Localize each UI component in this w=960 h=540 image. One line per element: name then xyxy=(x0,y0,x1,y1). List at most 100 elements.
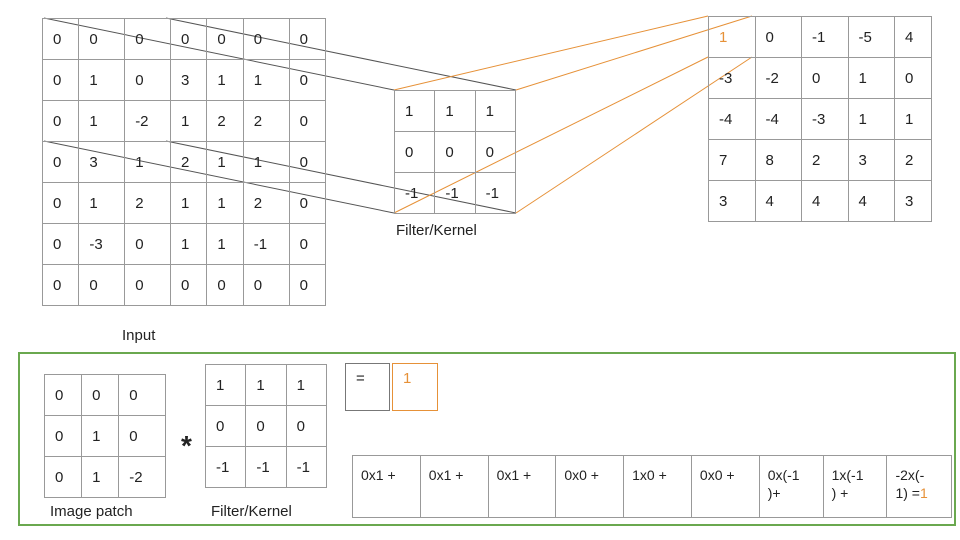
term-text: 1) = xyxy=(895,485,920,501)
filter-cell: 1 xyxy=(434,90,476,132)
input-cell: 2 xyxy=(124,182,171,224)
input-cell: 0 xyxy=(242,264,290,306)
patch-cell: 0 xyxy=(118,374,166,416)
output-cell: 4 xyxy=(847,180,895,222)
input-cell: 0 xyxy=(78,18,126,60)
input-cell: 0 xyxy=(206,264,244,306)
calculation-row: 0x1 + 0x1 + 0x1 + 0x0 + 1x0 + 0x0 + 0x(-1)+ 1x(… xyxy=(352,455,952,518)
example-filter-cell: 1 xyxy=(285,364,328,406)
input-cell: 3 xyxy=(78,141,126,183)
input-cell: 2 xyxy=(242,100,290,142)
patch-cell: 1 xyxy=(81,456,120,498)
input-cell: 1 xyxy=(206,223,244,265)
input-cell: 1 xyxy=(169,223,208,265)
calculation-term: 0x0 + xyxy=(690,455,760,518)
example-filter-cell: -1 xyxy=(245,446,287,488)
input-cell: 1 xyxy=(169,182,208,224)
input-cell: 1 xyxy=(78,182,126,224)
patch-cell: 1 xyxy=(81,415,120,457)
input-cell: 0 xyxy=(41,100,80,142)
input-cell: 0 xyxy=(288,141,327,183)
input-cell: 0 xyxy=(41,182,80,224)
input-cell: 0 xyxy=(41,18,80,60)
term-text: 0x0 + xyxy=(564,467,599,483)
input-cell: 0 xyxy=(124,59,171,101)
filter-cell: -1 xyxy=(434,172,476,214)
input-cell: 3 xyxy=(169,59,208,101)
output-cell: 0 xyxy=(894,57,932,99)
input-cell: 0 xyxy=(124,223,171,265)
output-cell: -5 xyxy=(847,16,895,58)
output-cell: 0 xyxy=(801,57,849,99)
patch-cell: 0 xyxy=(118,415,166,457)
calculation-term: 1x0 + xyxy=(623,455,692,518)
input-cell: 0 xyxy=(288,223,327,265)
filter-cell: 1 xyxy=(393,90,436,132)
term-text: 1x(-1 xyxy=(831,467,864,483)
input-cell: 1 xyxy=(78,59,126,101)
term-text: 0x1 + xyxy=(361,467,396,483)
output-cell: 8 xyxy=(754,139,802,181)
input-cell: 1 xyxy=(242,141,290,183)
filter-cell: 0 xyxy=(393,131,436,173)
example-filter-cell: -1 xyxy=(204,446,247,488)
input-cell: 1 xyxy=(78,100,126,142)
output-cell: 7 xyxy=(708,139,756,181)
calculation-term: 0x1 + xyxy=(419,455,489,518)
input-cell: 0 xyxy=(288,18,327,60)
input-cell: -3 xyxy=(78,223,126,265)
input-cell: 0 xyxy=(124,264,171,306)
term-text: 0x0 + xyxy=(699,467,735,483)
input-cell: 2 xyxy=(242,182,290,224)
term-text: 0x1 + xyxy=(428,467,464,483)
output-cell: -3 xyxy=(801,98,849,140)
input-cell: 0 xyxy=(41,264,80,306)
projection-line-orange xyxy=(393,15,709,91)
patch-cell: 0 xyxy=(81,374,120,416)
input-cell: 0 xyxy=(78,264,126,306)
term-result: 1 xyxy=(919,485,928,501)
term-text: )+ xyxy=(767,485,781,501)
patch-cell: 0 xyxy=(43,456,83,498)
example-filter-caption: Filter/Kernel xyxy=(211,503,292,520)
image-patch-caption: Image patch xyxy=(50,503,133,520)
output-cell: 1 xyxy=(894,98,932,140)
calculation-term: 0x1 + xyxy=(487,455,557,518)
output-cell: 1 xyxy=(708,16,756,58)
example-filter-cell: 0 xyxy=(245,405,287,447)
input-cell: 1 xyxy=(206,59,244,101)
input-cell: 0 xyxy=(288,264,327,306)
input-cell: 1 xyxy=(206,141,244,183)
input-cell: 0 xyxy=(41,59,80,101)
example-filter-cell: 0 xyxy=(285,405,328,447)
calculation-term: 0x(-1)+ xyxy=(758,455,824,518)
output-cell: 1 xyxy=(847,98,895,140)
input-cell: 0 xyxy=(288,100,327,142)
filter-cell: 0 xyxy=(474,131,517,173)
output-cell: -4 xyxy=(708,98,756,140)
term-text: 1x0 + xyxy=(632,467,667,483)
output-cell: -4 xyxy=(754,98,802,140)
worked-example-frame xyxy=(18,352,956,526)
filter-cell: 1 xyxy=(474,90,517,132)
input-cell: -2 xyxy=(124,100,171,142)
input-cell: 2 xyxy=(169,141,208,183)
filter-cell: 0 xyxy=(434,131,476,173)
patch-cell: -2 xyxy=(118,456,166,498)
input-cell: 1 xyxy=(124,141,171,183)
calculation-terms: 0x1 + 0x1 + 0x1 + 0x0 + 1x0 + 0x0 + 0x(-1)+ 1x(… xyxy=(352,455,952,518)
patch-cell: 0 xyxy=(43,415,83,457)
output-cell: 4 xyxy=(894,16,932,58)
calculation-term: 0x0 + xyxy=(555,455,625,518)
